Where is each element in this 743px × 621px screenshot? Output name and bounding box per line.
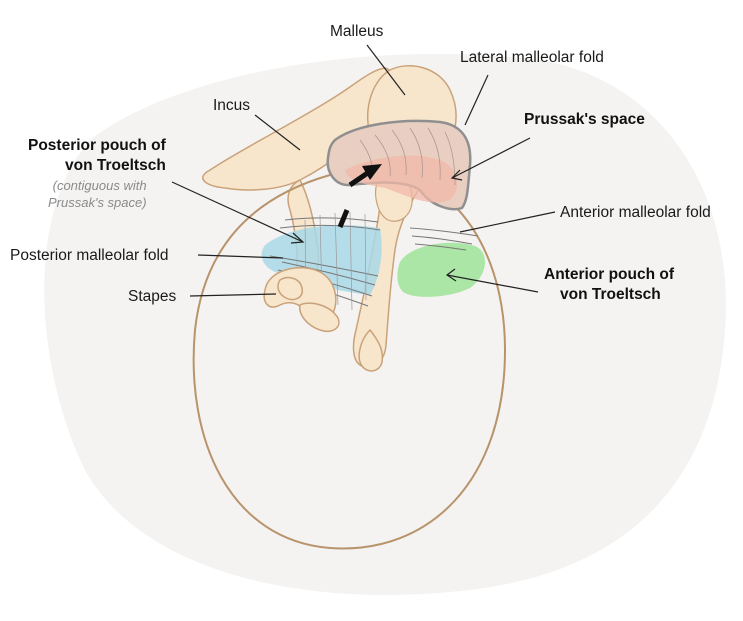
anterior-pouch-region <box>397 242 486 297</box>
arrowhead-prussak <box>450 169 463 181</box>
stapes-bone <box>263 267 340 332</box>
arrowhead-anterior-pouch <box>445 268 457 282</box>
label-lateral-malleolar-fold: Lateral malleolar fold <box>460 49 604 66</box>
label-posterior-pouch-line-2: von Troeltsch <box>65 157 166 175</box>
prussaks-space-hatching <box>359 127 456 186</box>
label-anterior-pouch-line-2: von Troeltsch <box>560 286 661 304</box>
leader-lines <box>171 44 556 297</box>
label-posterior-malleolar-fold: Posterior malleolar fold <box>10 247 169 264</box>
leader-lateral-fold <box>464 74 489 126</box>
label-stapes: Stapes <box>128 288 177 305</box>
black-dash-marker <box>337 209 350 228</box>
leader-anterior-pouch <box>446 274 539 293</box>
note-line-2: Prussak's space) <box>48 194 147 210</box>
label-incus: Incus <box>213 97 251 114</box>
leader-incus <box>254 114 301 151</box>
label-posterior-pouch: Posterior pouch of von Troeltsch <box>28 136 166 176</box>
leader-malleus <box>366 44 406 96</box>
arrowhead-posterior-pouch <box>290 232 305 244</box>
black-arrow-up <box>348 164 382 188</box>
leader-posterior-fold <box>197 254 284 259</box>
label-anterior-malleolar-fold: Anterior malleolar fold <box>560 204 711 221</box>
label-posterior-pouch-note: (contiguous with Prussak's space) <box>48 178 147 212</box>
leader-posterior-pouch <box>171 181 304 243</box>
anterior-malleolar-fold-lines <box>409 227 479 251</box>
label-anterior-pouch-line-1: Anterior pouch of <box>544 266 675 283</box>
label-malleus: Malleus <box>330 23 384 40</box>
label-posterior-pouch-line-1: Posterior pouch of <box>28 137 166 154</box>
note-line-1: (contiguous with <box>52 178 147 193</box>
leader-prussak <box>451 137 531 179</box>
label-anterior-pouch: Anterior pouch of von Troeltsch <box>544 265 674 305</box>
leader-stapes <box>189 293 277 297</box>
malleus-handle-tip <box>358 328 384 372</box>
label-prussaks-space: Prussak's space <box>524 111 645 128</box>
leader-arrowheads <box>290 169 463 282</box>
leader-anterior-fold <box>459 211 556 233</box>
